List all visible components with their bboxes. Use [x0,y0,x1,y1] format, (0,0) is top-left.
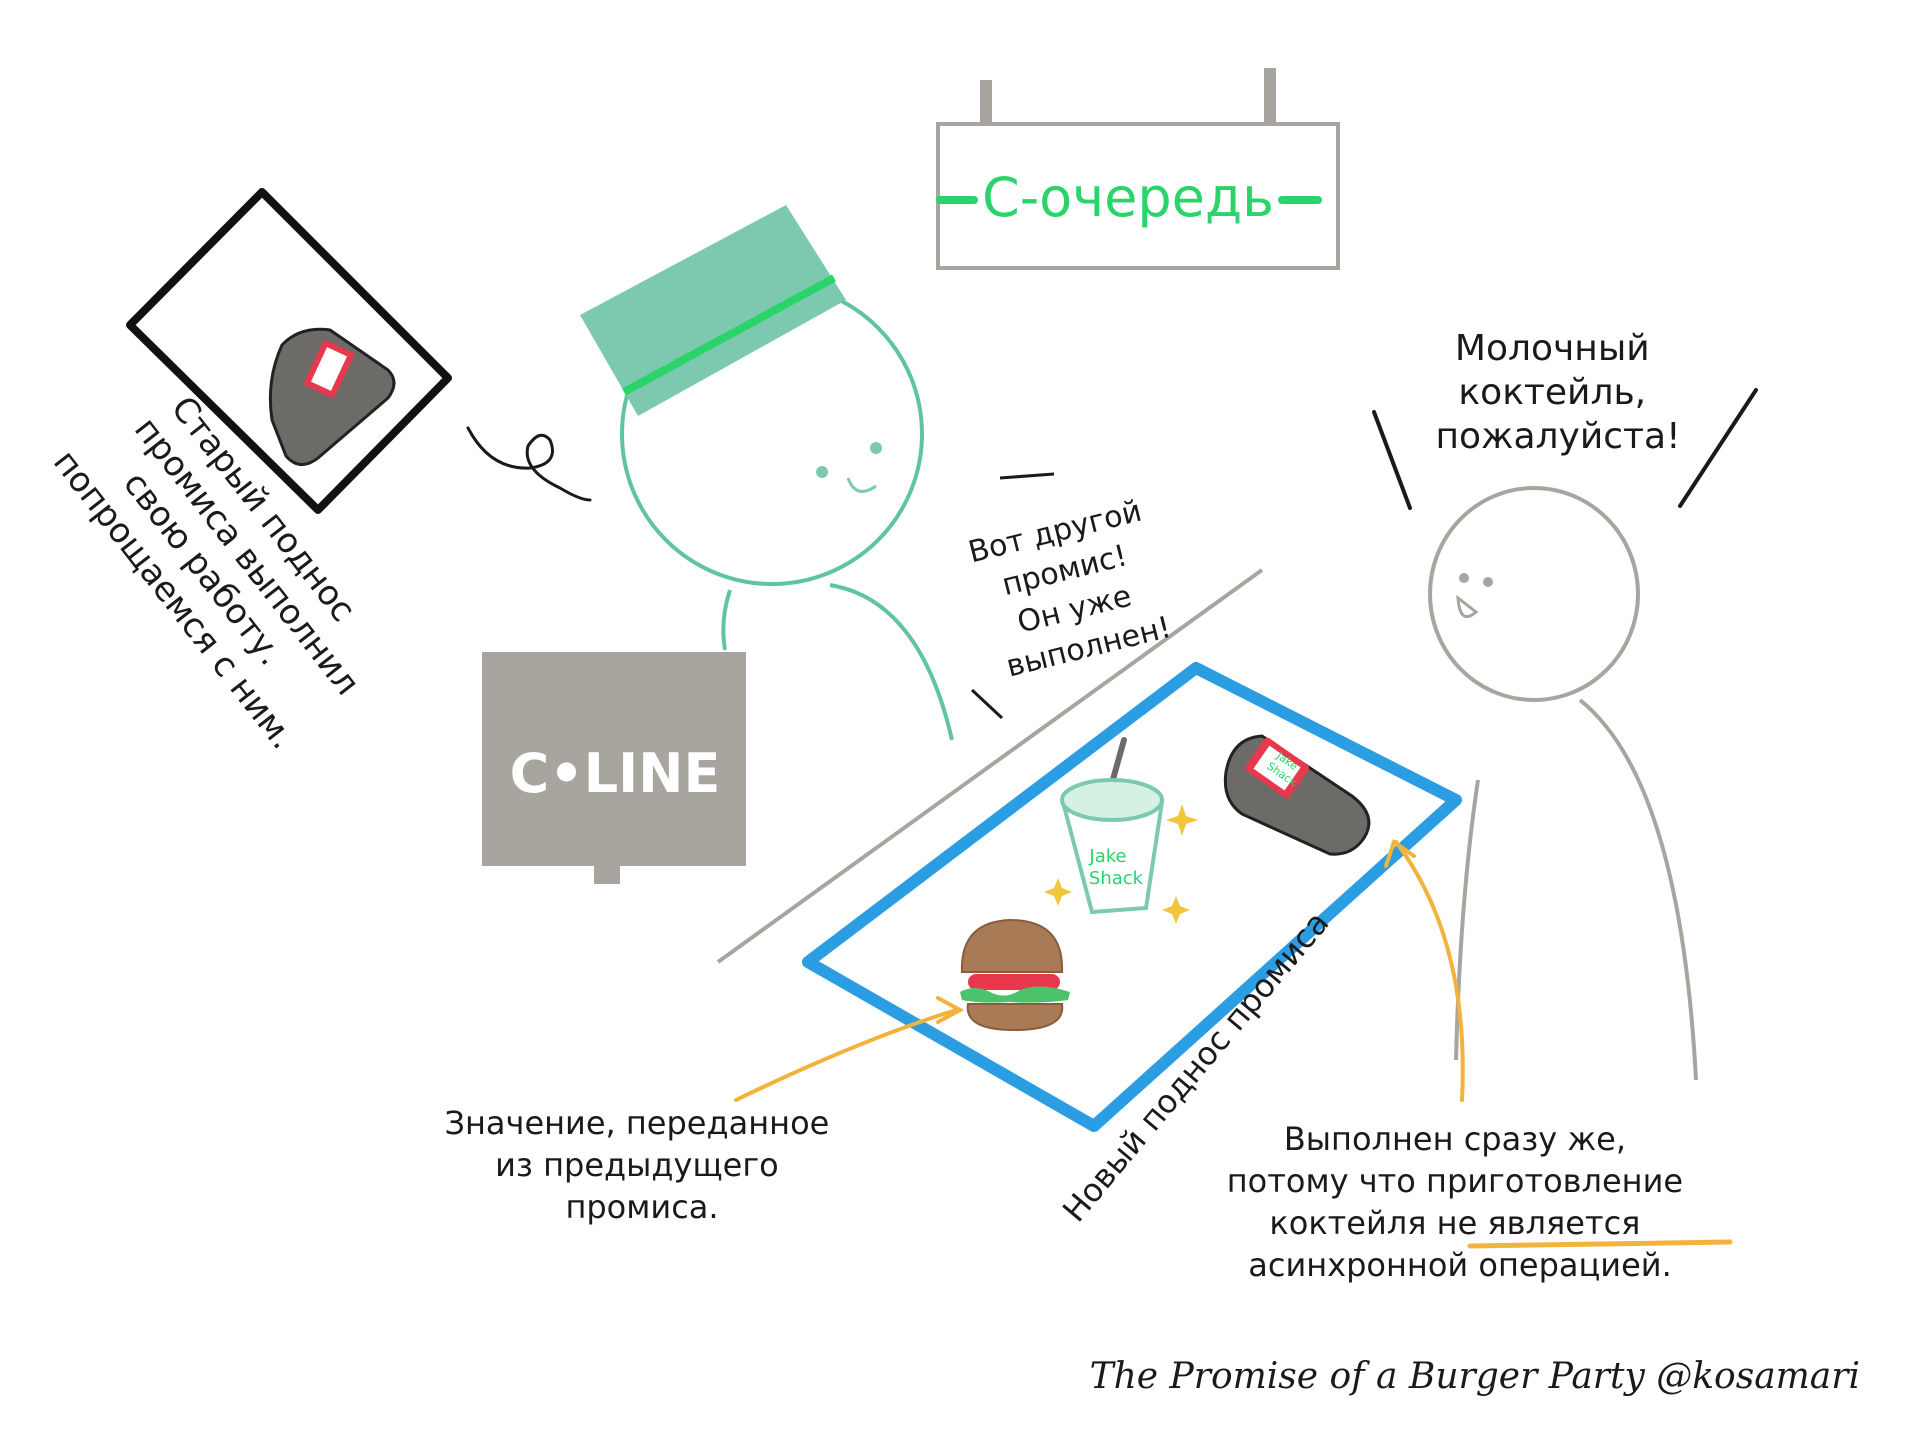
customer-speech-line1: Молочный [1455,328,1650,369]
fulfilled-caption: Выполнен сразу же, потому что приготовле… [1227,1120,1693,1284]
sparkle-icons [1044,804,1198,924]
queue-sign: C-очередь [936,68,1340,270]
cashier-speech: Вот другой промис! Он уже выполнен! [965,491,1184,687]
credit: The Promise of a Burger Party @kosamari [1090,1356,1860,1397]
queue-sign-text: C-очередь [982,166,1274,229]
burger-icon [960,918,1070,1032]
pager-icon: Jake Shack [1223,734,1371,856]
value-arrow-head [936,996,965,1024]
customer-speech: Молочный коктейль, пожалуйста! [1435,328,1680,457]
customer-speech-line3: пожалуйста! [1435,416,1680,457]
value-arrow [734,1008,958,1102]
value-caption-line2: из предыдущего [495,1146,779,1184]
milkshake-cup-icon: Jake Shack [1060,737,1165,915]
register-label: C•LINE [510,742,721,805]
fulfilled-arrow [1394,840,1465,1102]
fulfilled-arrow-head [1384,838,1416,868]
cup-brand-line2: Shack [1089,868,1144,889]
old-pager-icon [268,327,396,466]
value-caption-line1: Значение, переданное [444,1104,829,1142]
old-tray [126,188,452,514]
value-caption-line3: промиса. [565,1188,718,1226]
fulfilled-caption-line1: Выполнен сразу же, [1284,1120,1626,1158]
new-tray [802,662,1462,1132]
counter-edge [716,568,1264,964]
register: C•LINE [482,652,746,884]
customer-speech-line2: коктейль, [1458,372,1646,413]
customer [1372,388,1758,1081]
squiggle [466,426,592,502]
fulfilled-caption-line4: асинхронной операцией. [1248,1246,1671,1284]
cup-brand-line1: Jake [1088,846,1126,867]
cashier [580,205,954,741]
emphasis-underline [1467,1239,1733,1249]
value-caption: Значение, переданное из предыдущего пром… [444,1104,839,1226]
fulfilled-caption-line3: коктейля не является [1269,1204,1640,1242]
fulfilled-caption-line2: потому что приготовление [1227,1162,1683,1200]
svg-text:Вот другой промис!: Вот другой промис! Он уже выполнен! [965,491,1184,687]
